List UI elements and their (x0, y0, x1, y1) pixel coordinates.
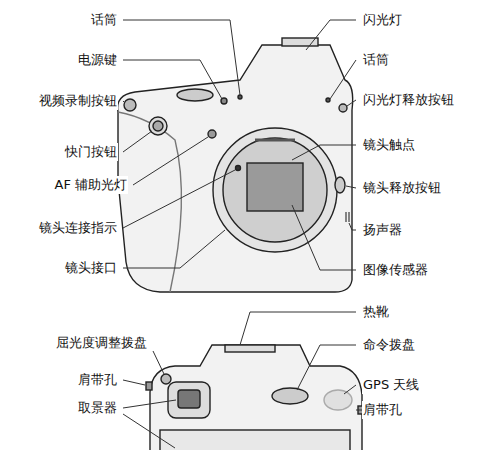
part-label: 闪光灯 (362, 11, 403, 29)
part-label: 镜头释放按钮 (362, 179, 442, 197)
part-label: 镜头连接指示 (38, 219, 118, 237)
part-label: 镜头触点 (362, 136, 416, 154)
part-label: 话筒 (362, 51, 390, 69)
part-label: 视频录制按钮 (38, 92, 118, 110)
part-label: 屈光度调整拨盘 (55, 334, 148, 352)
part-label: 图像传感器 (362, 261, 429, 279)
part-label: 命令拨盘 (362, 336, 416, 354)
part-label: 闪光灯释放按钮 (362, 91, 455, 109)
part-label: AF 辅助光灯 (53, 176, 128, 194)
part-label: GPS 天线 (362, 376, 420, 394)
part-label: 镜头接口 (64, 259, 118, 277)
part-label: 肩带孔 (362, 401, 403, 419)
part-label: 取景器 (77, 399, 118, 417)
part-label: 快门按钮 (64, 143, 118, 161)
part-label: 话筒 (90, 11, 118, 29)
part-label: 热靴 (362, 303, 390, 321)
part-label: 扬声器 (362, 221, 403, 239)
part-label: 肩带孔 (77, 371, 118, 389)
part-label: 电源键 (77, 51, 118, 69)
